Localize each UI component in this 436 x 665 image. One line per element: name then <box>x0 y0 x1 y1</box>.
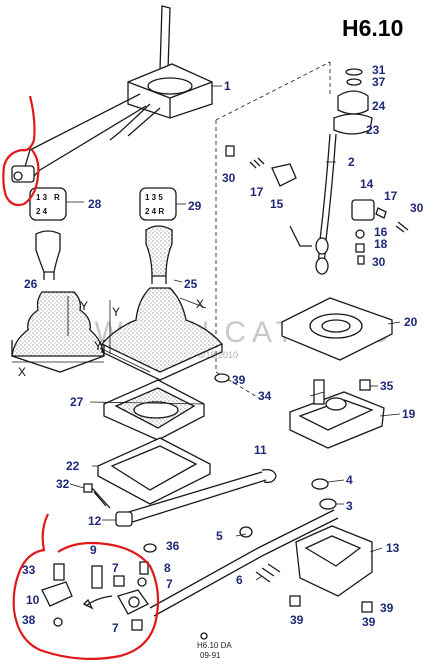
dashed-frame <box>215 61 331 401</box>
bolts-right <box>214 373 373 613</box>
gear-pattern-29-top: 1 3 5 <box>145 193 163 202</box>
axis-label-x2: X <box>196 297 204 311</box>
callout-17b: 17 <box>384 189 398 203</box>
footer-date: 09-91 <box>200 651 221 660</box>
callout-12: 12 <box>88 514 102 528</box>
callout-8: 8 <box>164 561 171 575</box>
callout-1: 1 <box>224 79 231 93</box>
callout-6: 6 <box>236 573 243 587</box>
callout-39d: 39 <box>362 615 376 629</box>
axis-label-y2: Y <box>112 305 120 319</box>
callout-39b: 39 <box>380 601 394 615</box>
dimension-arrows <box>12 296 207 373</box>
bush-36 <box>143 543 157 553</box>
callout-30c: 30 <box>372 255 386 269</box>
callout-3: 3 <box>346 499 353 513</box>
shift-rod-11 <box>115 468 277 527</box>
leader-lines <box>66 85 401 581</box>
gear-pattern-28-reverse: R <box>54 193 60 202</box>
callout-33: 33 <box>22 563 36 577</box>
plate-20 <box>281 297 393 361</box>
lower-left-mechanism <box>41 561 149 631</box>
callout-13: 13 <box>386 541 400 555</box>
shift-rod-2 <box>289 133 337 275</box>
callout-4: 4 <box>346 473 353 487</box>
watermark-date: 6/18/2010 <box>198 350 238 360</box>
gear-pattern-28-top: 1 3 <box>36 193 48 202</box>
gear-pattern-29-bottom: 2 4 R <box>145 207 164 216</box>
axis-label-y1: Y <box>80 299 88 313</box>
gear-pattern-28-bottom: 2 4 <box>36 207 48 216</box>
callout-34: 34 <box>258 389 272 403</box>
callout-28: 28 <box>88 197 102 211</box>
lower-left-highlight-ellipse <box>12 513 160 660</box>
shift-lever-assembly <box>11 5 213 183</box>
callout-23: 23 <box>366 123 380 137</box>
footer-code: H6.10 DA <box>197 641 232 650</box>
callout-30a: 30 <box>222 171 236 185</box>
footer: H6.10 DA 09-91 <box>197 632 232 660</box>
callout-14: 14 <box>360 177 374 191</box>
callout-30b: 30 <box>410 201 424 215</box>
callout-38: 38 <box>22 613 36 627</box>
callout-5: 5 <box>216 529 223 543</box>
right-small-parts <box>225 145 409 265</box>
diagram-title: H6.10 <box>342 15 403 41</box>
callout-26: 26 <box>24 277 38 291</box>
boot-frame-27 <box>103 379 205 441</box>
upper-knob-stack <box>333 68 373 135</box>
callout-29: 29 <box>188 199 202 213</box>
callout-2: 2 <box>348 155 355 169</box>
gaiter-boot-left <box>11 291 105 373</box>
axis-label-y3: Y <box>94 339 102 353</box>
callout-31: 31 <box>372 63 386 77</box>
callout-36: 36 <box>166 539 180 553</box>
callout-22: 22 <box>66 459 80 473</box>
callout-10: 10 <box>26 593 40 607</box>
callout-18: 18 <box>374 237 388 251</box>
gear-pattern-29: 1 3 5 2 4 R <box>139 187 177 221</box>
selector-rod-6 <box>149 509 339 617</box>
housing-19 <box>289 391 385 449</box>
axis-label-x1: X <box>18 365 26 379</box>
callout-9: 9 <box>90 543 97 557</box>
callout-20: 20 <box>404 315 418 329</box>
callout-7a: 7 <box>112 561 119 575</box>
callout-24: 24 <box>372 99 386 113</box>
callout-7c: 7 <box>112 621 119 635</box>
callout-16: 16 <box>374 225 388 239</box>
bolt-32 <box>83 483 111 509</box>
callout-11: 11 <box>254 443 267 457</box>
gear-knob-25 <box>145 225 173 284</box>
callout-7b: 7 <box>166 577 173 591</box>
callout-32: 32 <box>56 477 70 491</box>
callout-19: 19 <box>402 407 416 421</box>
gear-knob-26 <box>35 230 61 280</box>
callout-35: 35 <box>380 379 394 393</box>
callout-37: 37 <box>372 75 386 89</box>
gear-pattern-28: 1 3 2 4 R <box>29 187 67 221</box>
callout-25: 25 <box>184 277 198 291</box>
callout-17a: 17 <box>250 185 264 199</box>
gasket-22 <box>97 437 211 505</box>
callout-39a: 39 <box>232 373 246 387</box>
callout-15: 15 <box>270 197 284 211</box>
callout-27: 27 <box>70 395 84 409</box>
upper-left-highlight-arc <box>2 95 40 207</box>
housing-13 <box>295 525 373 597</box>
callout-39c: 39 <box>290 613 304 627</box>
